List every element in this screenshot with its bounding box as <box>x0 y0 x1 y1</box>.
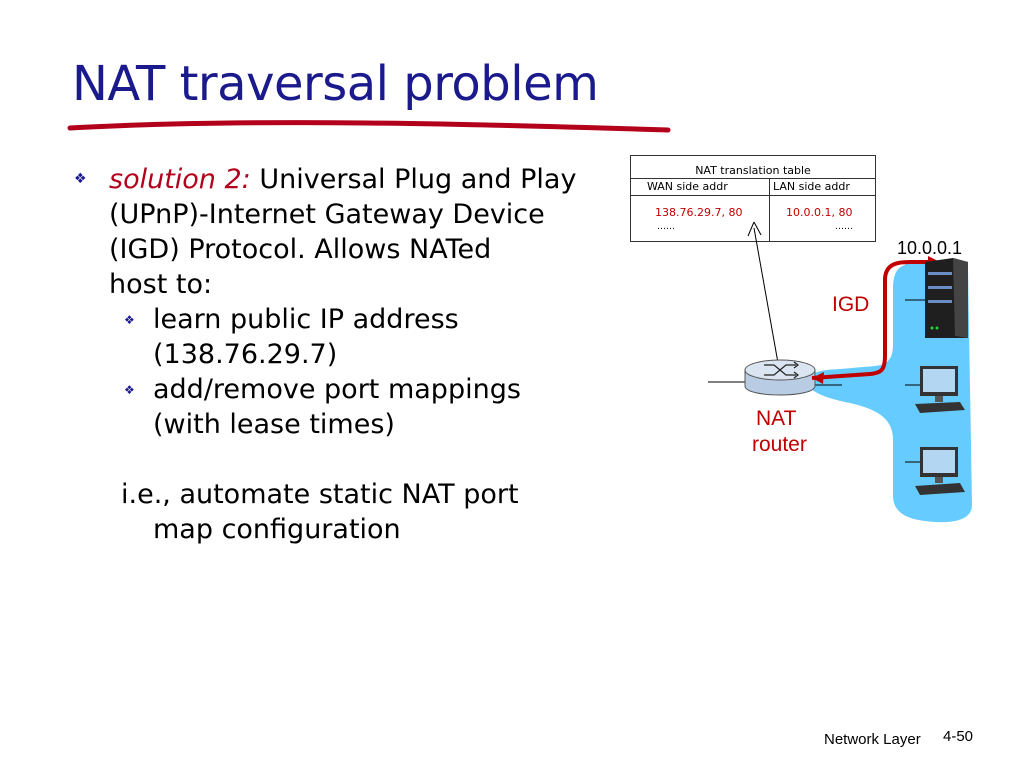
table-column-divider <box>769 178 770 241</box>
solution-line-1-text: Universal Plug and Play <box>259 164 577 195</box>
nat-table-title: NAT translation table <box>695 164 811 177</box>
router-icon <box>744 359 816 396</box>
footer-page-number: 4-50 <box>943 728 974 745</box>
sub-bullet-2-line-1: add/remove port mappings <box>153 374 521 405</box>
ie-line-1: i.e., automate static NAT port <box>121 479 519 510</box>
nat-table-row1-lan: 10.0.0.1, 80 <box>786 206 853 219</box>
solution-label: solution 2: <box>109 164 251 195</box>
sub-bullet-1-line-1: learn public IP address <box>153 304 459 335</box>
table-divider <box>631 178 875 179</box>
nat-table-header-lan: LAN side addr <box>773 180 850 193</box>
nat-table-header-wan: WAN side addr <box>647 180 728 193</box>
nat-translation-table: NAT translation table WAN side addr LAN … <box>630 155 876 242</box>
computer-icon <box>905 366 965 413</box>
diamond-bullet-icon: ❖ <box>124 383 135 397</box>
host-ip-label: 10.0.0.1 <box>897 238 963 258</box>
solution-line-3: (IGD) Protocol. Allows NATed <box>109 234 492 265</box>
page-title: NAT traversal problem <box>72 56 599 112</box>
table-divider <box>631 195 875 196</box>
nat-table-row2-lan: …… <box>835 222 853 232</box>
sub-bullet-2-line-2: (with lease times) <box>153 409 395 440</box>
server-icon <box>905 258 968 338</box>
nat-router-label-line-1: NAT <box>756 407 797 430</box>
computer-icon <box>905 447 965 495</box>
igd-label: IGD <box>832 293 870 316</box>
solution-line-2: (UPnP)-Internet Gateway Device <box>109 199 545 230</box>
ie-line-2: map configuration <box>153 514 401 545</box>
diamond-bullet-icon: ❖ <box>124 313 135 327</box>
nat-table-row1-wan: 138.76.29.7, 80 <box>655 206 743 219</box>
footer-section: Network Layer <box>824 731 921 748</box>
diamond-bullet-icon: ❖ <box>74 171 87 187</box>
solution-line-4: host to: <box>109 269 213 300</box>
nat-table-row2-wan: …… <box>657 222 675 232</box>
nat-router-label-line-2: router <box>752 433 807 456</box>
sub-bullet-1-line-2: (138.76.29.7) <box>153 339 338 370</box>
solution-line-1: solution 2: Universal Plug and Play <box>109 162 576 197</box>
